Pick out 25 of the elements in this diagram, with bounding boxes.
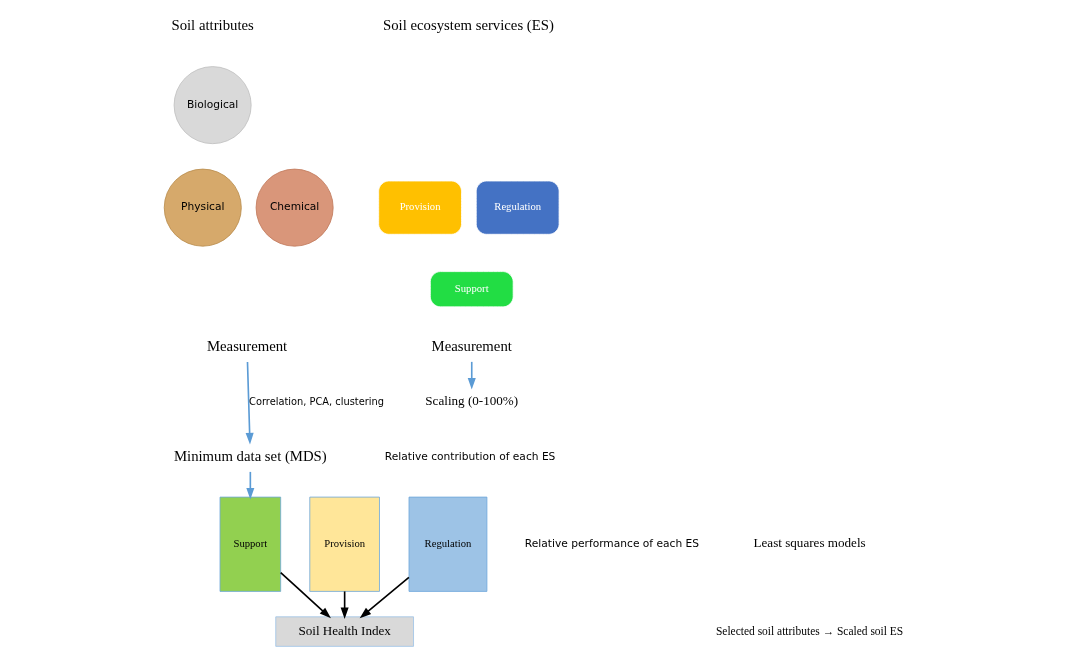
- node-box: Provision: [309, 496, 380, 592]
- node-box: Provision: [378, 180, 462, 235]
- label: Soil ecosystem services (ES): [383, 17, 554, 34]
- node-box: Regulation: [475, 180, 560, 235]
- node-text: Measurement: [431, 337, 512, 354]
- edge-label: Correlation, PCA, clustering: [249, 395, 384, 407]
- arrow: [245, 361, 254, 445]
- node-circle: Chemical: [255, 168, 334, 247]
- node-circle: Physical: [163, 168, 242, 247]
- node-box: Support: [429, 271, 514, 308]
- label: Relative performance of each ES: [524, 537, 700, 551]
- node-text: Measurement: [206, 337, 288, 354]
- label: Soil attributes: [171, 17, 254, 34]
- node-box: Support: [219, 496, 282, 592]
- node-text: Scaling (0-100%): [425, 393, 519, 409]
- node-box: Regulation: [408, 496, 488, 592]
- label: Least squares models: [753, 535, 866, 551]
- node-text: Minimum data set (MDS): [173, 447, 327, 464]
- arrow: [359, 576, 410, 619]
- node-circle: Biological: [173, 66, 252, 145]
- label: Selected soil attributes → Scaled soil ES: [715, 624, 904, 637]
- arrow: [279, 571, 331, 619]
- label: Relative contribution of each ES: [384, 449, 556, 463]
- node-box: Soil Health Index: [275, 616, 414, 647]
- arrow: [467, 361, 476, 390]
